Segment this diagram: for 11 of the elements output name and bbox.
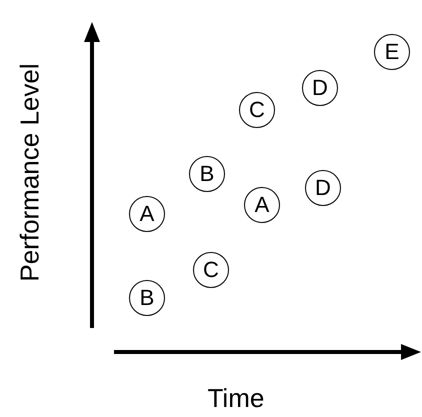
letter-circle: E bbox=[374, 34, 410, 70]
axis-title: Performance Level bbox=[14, 62, 46, 282]
letter-circle: A bbox=[129, 196, 165, 232]
letter-circle: B bbox=[189, 156, 225, 192]
letter-circle: D bbox=[305, 170, 341, 206]
letter-circle: C bbox=[239, 92, 275, 128]
axis-title: Time bbox=[208, 382, 264, 414]
letter-circle: B bbox=[129, 280, 165, 316]
letter-circle: A bbox=[244, 187, 280, 223]
letter-circle: C bbox=[193, 252, 229, 288]
letter-circle: D bbox=[302, 70, 338, 106]
